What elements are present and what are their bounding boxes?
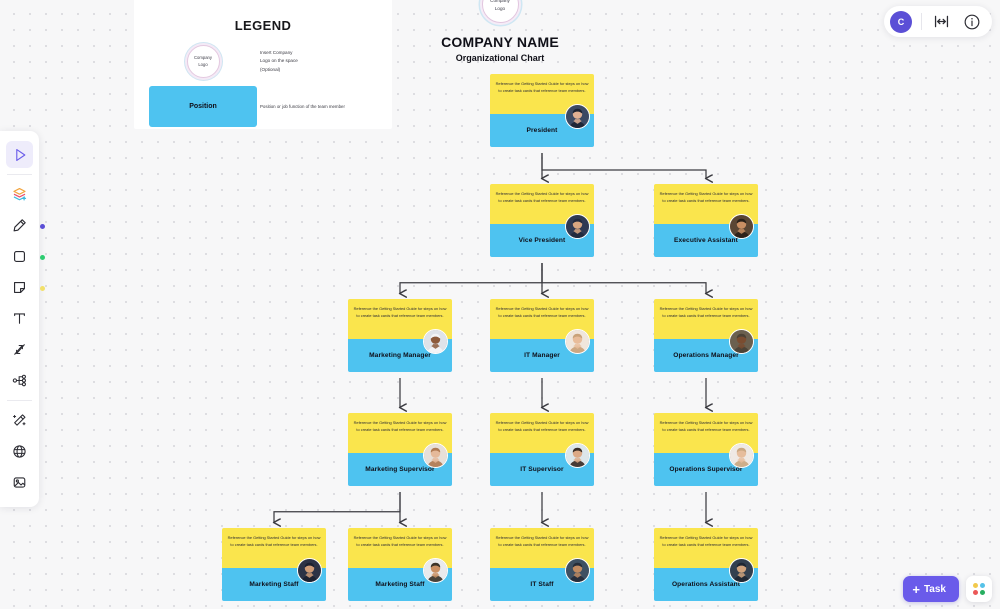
connector-line	[400, 263, 543, 294]
avatar[interactable]: C	[890, 10, 912, 33]
image-icon	[11, 474, 28, 491]
square-icon	[11, 248, 28, 265]
magic-wand-icon	[11, 412, 28, 429]
tool-status-dot	[40, 286, 45, 291]
org-node-it-manager[interactable]: Reference the Getting Started Guide for …	[490, 299, 594, 372]
avatar	[565, 558, 590, 583]
page-title: COMPANY NAME	[441, 34, 559, 50]
rectangle-tool[interactable]	[6, 243, 45, 270]
node-note-text: Reference the Getting Started Guide for …	[348, 299, 452, 339]
fit-to-screen-icon[interactable]	[931, 11, 952, 32]
org-node-operations-manager[interactable]: Reference the Getting Started Guide for …	[654, 299, 758, 372]
add-task-label: Task	[923, 583, 946, 595]
connector-line	[541, 153, 706, 179]
legend-row-position: Position Position or job function of the…	[146, 86, 380, 127]
avatar	[729, 558, 754, 583]
embed-web-tool[interactable]	[6, 438, 33, 465]
org-node-executive-assistant[interactable]: Reference the Getting Started Guide for …	[654, 184, 758, 257]
org-node-marketing-manager[interactable]: Reference the Getting Started Guide for …	[348, 299, 452, 372]
org-node-operations-assistant[interactable]: Reference the Getting Started Guide for …	[654, 528, 758, 601]
avatar	[565, 443, 590, 468]
legend-logo-line2: Logo	[198, 61, 208, 67]
cursor-icon	[12, 147, 28, 163]
connector-tool[interactable]	[6, 336, 33, 363]
org-node-president[interactable]: Reference the Getting Started Guide for …	[490, 74, 594, 147]
double-arrow-icon	[11, 341, 28, 358]
legend-title: LEGEND	[234, 18, 292, 33]
tool-status-dot	[40, 224, 45, 229]
select-cursor-tool[interactable]	[6, 141, 33, 168]
org-node-marketing-supervisor[interactable]: Reference the Getting Started Guide for …	[348, 413, 452, 486]
node-title-label: Operations Assistant	[654, 568, 758, 601]
divider	[921, 13, 922, 30]
sticky-note-tool[interactable]	[6, 274, 45, 301]
shapes-library-tool[interactable]	[6, 181, 33, 208]
plus-icon: +	[912, 581, 920, 597]
avatar	[729, 214, 754, 239]
toolbar-divider	[7, 400, 32, 401]
org-node-marketing-staff-2[interactable]: Reference the Getting Started Guide for …	[348, 528, 452, 601]
header-company-logo: Company Logo	[481, 0, 519, 23]
apps-grid-dots	[973, 583, 985, 595]
connector-line	[274, 492, 401, 523]
add-task-button[interactable]: + Task	[903, 576, 959, 602]
text-t-icon	[11, 310, 28, 327]
legend-position-chip[interactable]: Position	[149, 86, 257, 127]
legend-company-logo: Company Logo	[186, 45, 220, 78]
avatar	[565, 214, 590, 239]
globe-icon	[11, 443, 28, 460]
connector-line	[541, 263, 706, 294]
legend-position-description: Position or job function of the team mem…	[260, 104, 345, 109]
image-tool[interactable]	[6, 469, 33, 496]
toolbar-divider	[7, 174, 32, 175]
avatar	[565, 104, 590, 129]
header-logo-line1: Company	[490, 0, 510, 4]
legend-logo-line1: Company	[194, 55, 212, 61]
pen-icon	[11, 217, 28, 234]
node-note-text: Reference the Getting Started Guide for …	[654, 528, 758, 568]
page-subtitle: Organizational Chart	[455, 53, 545, 63]
avatar	[423, 443, 448, 468]
avatar	[729, 443, 754, 468]
info-icon[interactable]	[961, 11, 982, 32]
sticky-note-icon	[11, 279, 28, 296]
mindmap-tool[interactable]	[6, 367, 33, 394]
avatar	[565, 329, 590, 354]
org-node-operations-supervisor[interactable]: Reference the Getting Started Guide for …	[654, 413, 758, 486]
header-logo-line2: Logo	[494, 5, 506, 11]
avatar	[729, 329, 754, 354]
org-node-it-supervisor[interactable]: Reference the Getting Started Guide for …	[490, 413, 594, 486]
left-toolbar[interactable]	[0, 131, 45, 507]
org-node-marketing-staff-1[interactable]: Reference the Getting Started Guide for …	[222, 528, 326, 601]
avatar	[423, 558, 448, 583]
ai-magic-tool[interactable]	[6, 407, 33, 434]
org-node-vice-president[interactable]: Reference the Getting Started Guide for …	[490, 184, 594, 257]
layers-plus-icon	[11, 186, 28, 203]
tool-status-dot	[40, 255, 45, 260]
top-right-controls[interactable]: C	[884, 6, 992, 37]
pen-tool[interactable]	[6, 212, 45, 239]
bottom-right-controls[interactable]: + Task	[903, 576, 992, 602]
avatar	[423, 329, 448, 354]
chart-header: Company Logo COMPANY NAME Organizational…	[0, 0, 1000, 63]
node-tree-icon	[11, 372, 28, 389]
avatar	[297, 558, 322, 583]
org-node-it-staff[interactable]: Reference the Getting Started Guide for …	[490, 528, 594, 601]
apps-grid-icon[interactable]	[966, 576, 992, 602]
text-tool[interactable]	[6, 305, 33, 332]
